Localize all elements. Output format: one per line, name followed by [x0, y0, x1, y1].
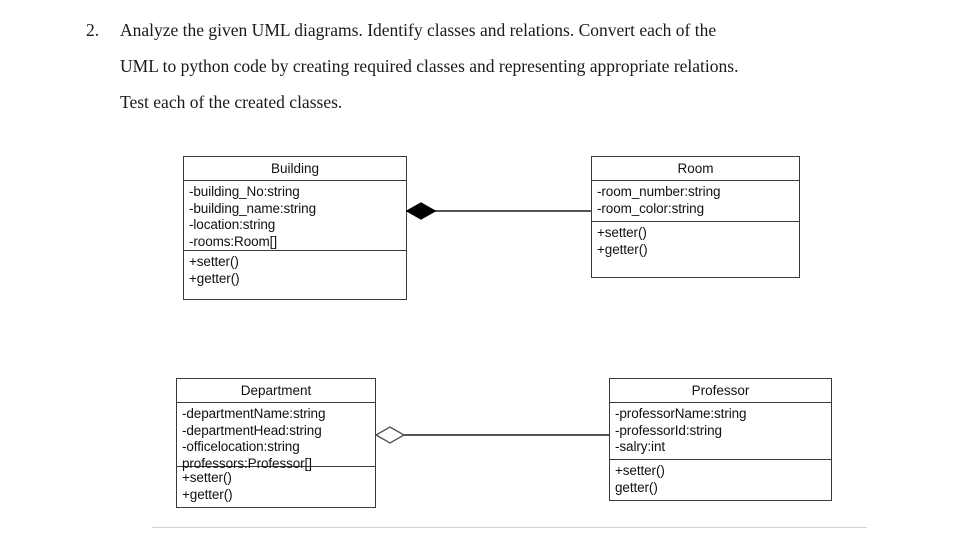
attribute-row: -building_No:string — [189, 184, 300, 199]
method-row: +getter() — [189, 270, 240, 286]
relation-line-department-professor — [402, 434, 609, 436]
uml-class-room: Room -room_number:string -room_color:str… — [591, 156, 800, 278]
hollow-diamond-icon — [375, 425, 405, 445]
attribute-row: -professorId:string — [615, 422, 722, 438]
class-name-building: Building — [184, 157, 406, 181]
method-row: +setter() — [597, 225, 647, 240]
class-attributes-department: -departmentName:string -departmentHead:s… — [177, 403, 375, 471]
uml-class-professor: Professor -professorName:string -profess… — [609, 378, 832, 501]
attribute-row: -room_number:string — [597, 184, 721, 199]
method-row: +setter() — [189, 254, 239, 269]
attribute-row: -officelocation:string — [182, 439, 300, 454]
attribute-row: -location:string — [189, 217, 276, 232]
class-attributes-building: -building_No:string -building_name:strin… — [184, 181, 406, 251]
attribute-row: -professorName:string — [615, 406, 747, 421]
method-row: getter() — [615, 479, 658, 495]
question-line-2: UML to python code by creating required … — [120, 56, 739, 76]
relation-line-building-room — [432, 210, 591, 212]
method-row: +getter() — [597, 241, 648, 257]
attribute-row: -salry:int — [615, 439, 666, 454]
attribute-row: -rooms:Room[] — [189, 233, 277, 249]
class-methods-room: +setter() +getter() — [592, 222, 799, 276]
attribute-row: professors:Professor[] — [182, 455, 312, 471]
bottom-divider — [152, 527, 867, 528]
uml-class-department: Department -departmentName:string -depar… — [176, 378, 376, 508]
class-methods-building: +setter() +getter() — [184, 251, 406, 299]
question-line-1: Analyze the given UML diagrams. Identify… — [120, 20, 717, 40]
class-name-department: Department — [177, 379, 375, 403]
question-number: 2. — [86, 20, 100, 40]
question-text: Analyze the given UML diagrams. Identify… — [120, 12, 898, 120]
attribute-row: -departmentName:string — [182, 406, 326, 421]
attribute-row: -departmentHead:string — [182, 422, 322, 438]
attribute-row: -building_name:string — [189, 200, 316, 216]
filled-diamond-icon — [406, 201, 436, 221]
class-methods-professor: +setter() getter() — [610, 460, 831, 501]
method-row: +setter() — [615, 463, 665, 478]
method-row: +getter() — [182, 486, 233, 502]
class-name-room: Room — [592, 157, 799, 181]
class-name-professor: Professor — [610, 379, 831, 403]
uml-class-building: Building -building_No:string -building_n… — [183, 156, 407, 300]
question-block: 2. Analyze the given UML diagrams. Ident… — [86, 12, 898, 120]
class-attributes-professor: -professorName:string -professorId:strin… — [610, 403, 831, 460]
class-methods-department: +setter() +getter() — [177, 467, 375, 508]
attribute-row: -room_color:string — [597, 200, 704, 216]
class-attributes-room: -room_number:string -room_color:string — [592, 181, 799, 222]
question-line-3: Test each of the created classes. — [120, 92, 343, 112]
method-row: +setter() — [182, 470, 232, 485]
